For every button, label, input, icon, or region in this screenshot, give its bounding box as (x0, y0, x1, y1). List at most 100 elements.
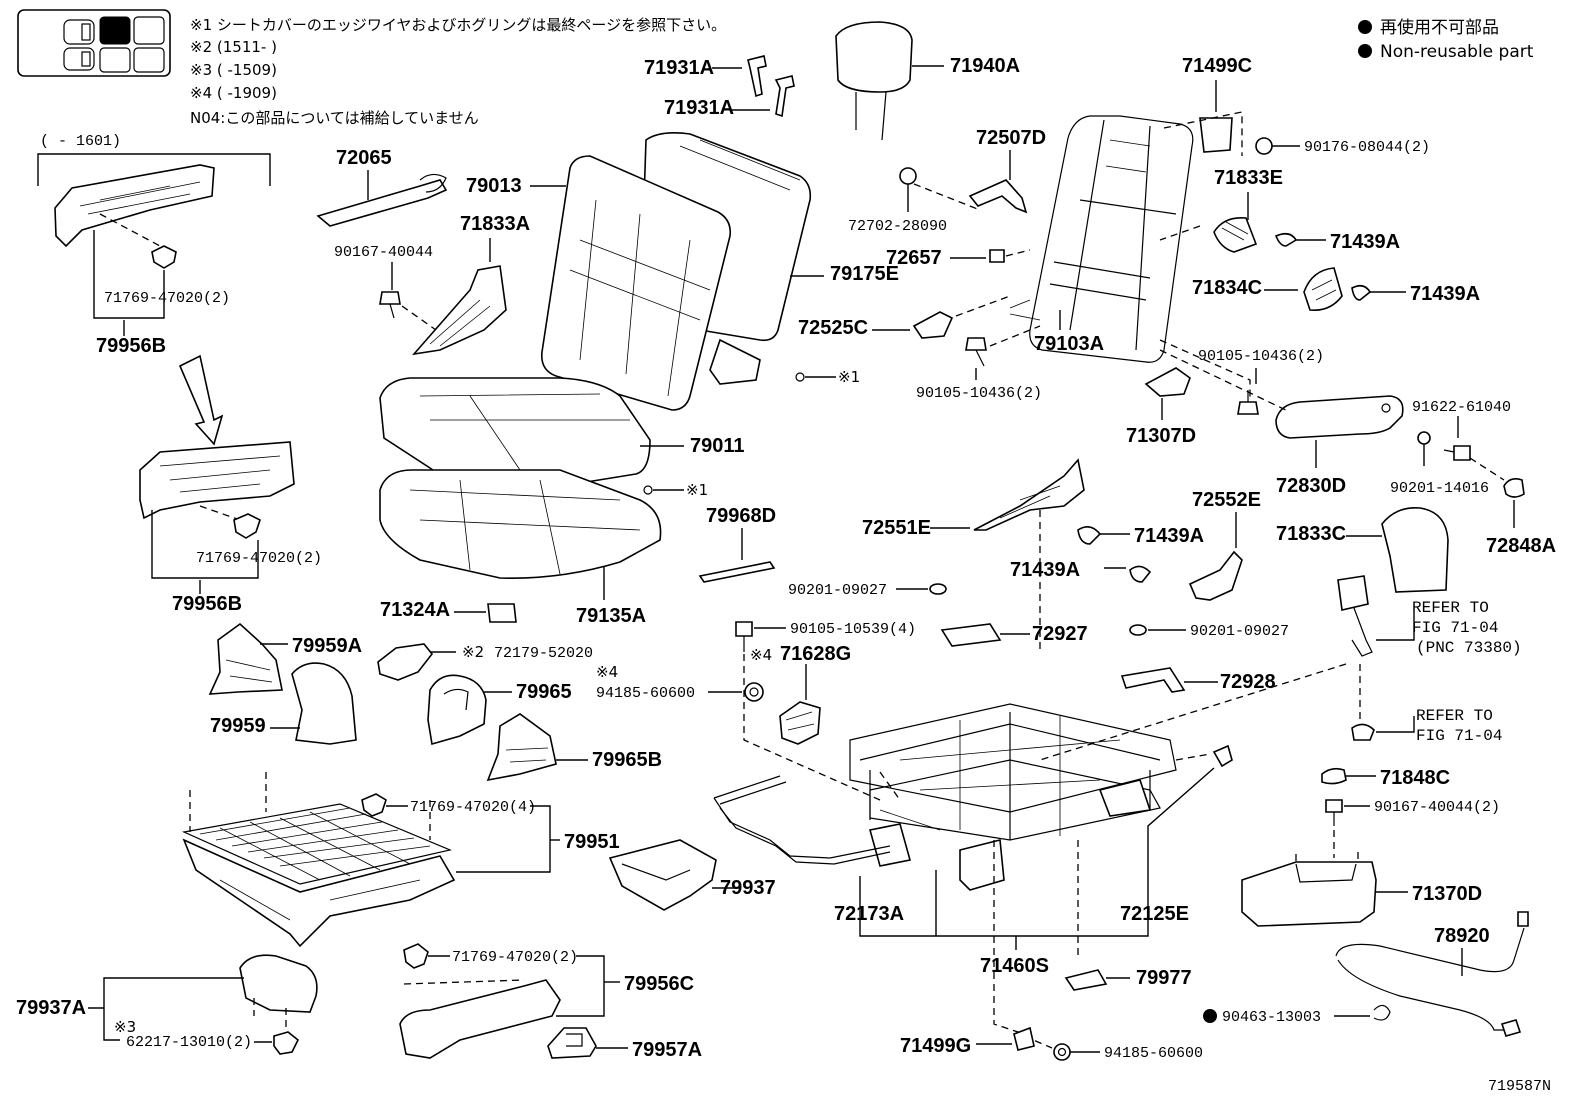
cover-panel-upper (54, 164, 215, 248)
nut-icon (1053, 1043, 1071, 1061)
part-71769-47020: 71769-47020(2) (104, 290, 230, 307)
part-71833E: 71833E (1214, 167, 1283, 189)
part-71439A: 71439A (1010, 559, 1080, 581)
anchor-icon (1351, 723, 1375, 741)
washer-icon (1417, 431, 1431, 445)
bolt-icon (735, 621, 753, 652)
dashed-guide (955, 295, 1011, 317)
dashed-guide (253, 998, 287, 1030)
seatback-cover-front (540, 155, 761, 411)
cap-71848C (1321, 767, 1347, 785)
part-90105-10436: 90105-10436(2) (916, 385, 1042, 402)
part-90201-14016: 90201-14016 (1390, 480, 1489, 497)
part-79959: 79959 (210, 715, 266, 737)
note-2: ※2 (1511- ) (190, 38, 277, 56)
dashed-guide (879, 771, 901, 801)
part-79175E: 79175E (830, 263, 899, 285)
part-72507D: 72507D (976, 127, 1046, 149)
part-72848A: 72848A (1486, 535, 1556, 557)
strap-shape (316, 173, 448, 227)
clip-icon (273, 1031, 300, 1055)
non-reusable-dot-icon (1358, 44, 1372, 58)
part-71439A: 71439A (1134, 525, 1204, 547)
cover-79959A (208, 622, 283, 695)
part-71931A: 71931A (644, 57, 714, 79)
part-79965B: 79965B (592, 749, 662, 771)
part-79965: 79965 (516, 681, 572, 703)
legend-en: Non-reusable part (1380, 42, 1534, 62)
pad-block-71324A (487, 603, 517, 623)
part-72551E: 72551E (862, 517, 931, 539)
clip-icon (1274, 232, 1298, 247)
bolt-icon (379, 291, 401, 319)
bracket-range-label: ( - 1601) (40, 133, 121, 150)
leader (556, 955, 605, 1017)
cover-71628G (779, 701, 821, 745)
bracket-72551E (973, 458, 1085, 531)
part-79956B: 79956B (172, 593, 242, 615)
part-79959A: 79959A (292, 635, 362, 657)
cover-79965 (427, 674, 487, 746)
part-79956B: 79956B (96, 335, 166, 357)
refer-1-line-1: REFER TO (1412, 599, 1489, 617)
part-79103A: 79103A (1034, 333, 1104, 355)
part-72928: 72928 (1220, 671, 1276, 693)
connector-72125E (1212, 744, 1233, 768)
seat-track-frame (849, 703, 1177, 891)
mark-note-5: ※4 (750, 646, 772, 664)
part-79968D: 79968D (706, 505, 776, 527)
note-1: ※1 シートカバーのエッジワイヤおよびホグリングは最終ページを参照下さい。 (190, 16, 726, 34)
part-71324A: 71324A (380, 599, 450, 621)
guide-clip-upper (747, 55, 767, 98)
lock-71499C (1199, 117, 1233, 153)
clip-icon (1129, 565, 1152, 583)
dashed-guide (743, 654, 881, 801)
seat-position-icon (17, 9, 171, 77)
cover-72525C (912, 311, 954, 339)
part-62217-13010: 62217-13010(2) (126, 1034, 252, 1051)
leader (88, 977, 244, 1041)
cap-72848A (1503, 478, 1525, 498)
armrest-72830D (1275, 395, 1404, 439)
note-5: N04:この部品については補給していません (190, 109, 479, 127)
part-71848C: 71848C (1380, 767, 1450, 789)
part-71439A: 71439A (1330, 231, 1400, 253)
cover-72179 (377, 643, 434, 681)
leader (93, 230, 165, 319)
part-72552E: 72552E (1192, 489, 1261, 511)
bolt-icon (965, 337, 987, 367)
bracket-72927 (940, 623, 1002, 647)
part-72173A: 72173A (834, 903, 904, 925)
part-72179-52020: 72179-52020 (494, 645, 593, 662)
clip-icon (1077, 526, 1102, 545)
part-71460S: 71460S (980, 955, 1049, 977)
part-72065: 72065 (336, 147, 392, 169)
clip-icon (899, 167, 917, 185)
part-71439A: 71439A (1410, 283, 1480, 305)
cover-71834C (1303, 267, 1343, 312)
dashed-guide (989, 325, 1041, 347)
part-79937: 79937 (720, 877, 776, 899)
range-bracket (37, 153, 271, 186)
part-71628G: 71628G (780, 643, 851, 665)
cover-panel-lower (139, 441, 295, 521)
clip-icon (403, 943, 429, 969)
part-71931A: 71931A (664, 97, 734, 119)
refer-1-line-2: FIG 71-04 (1412, 619, 1498, 637)
cover-71833E (1213, 216, 1258, 253)
part-90201-09027: 90201-09027 (1190, 623, 1289, 640)
nut-icon (744, 682, 764, 702)
cushion-frame-79951 (181, 772, 456, 948)
part-94185-60600: 94185-60600 (596, 685, 695, 702)
cover-79937 (608, 839, 717, 911)
part-71834C: 71834C (1192, 277, 1262, 299)
cover-79937A (239, 954, 318, 1013)
part-90167-40044: 90167-40044(2) (1374, 799, 1500, 816)
part-71769-47020: 71769-47020(4) (410, 799, 536, 816)
clip-icon (361, 793, 387, 817)
mark-note-2: ※1 (686, 481, 708, 499)
non-reusable-dot-icon (1203, 1009, 1217, 1023)
bolt-icon (1443, 445, 1471, 461)
seat-cushion-pad (379, 469, 662, 579)
